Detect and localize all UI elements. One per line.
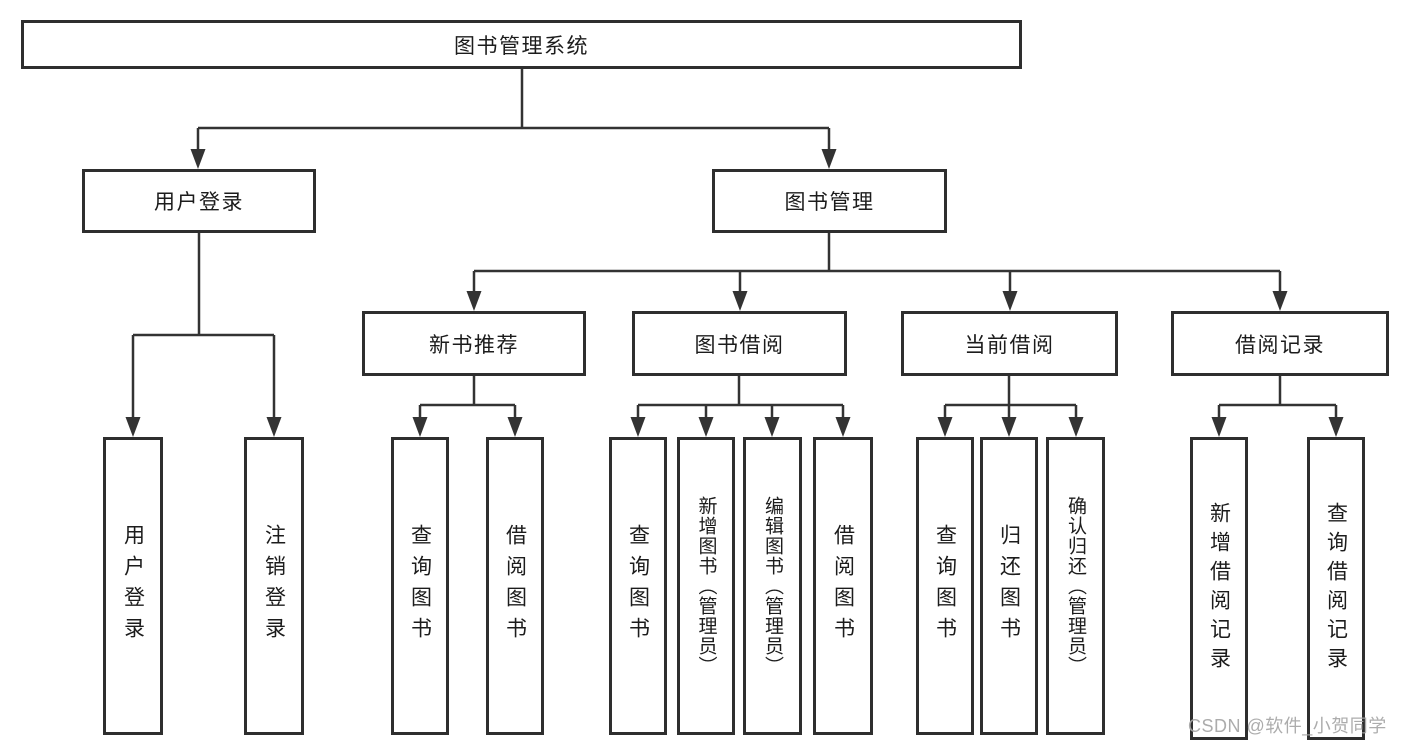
node-current-borrowing-label: 当前借阅 [964, 333, 1055, 357]
arrowhead-icons [125, 149, 1344, 437]
leaf-borrow-books-1: 借阅图书 [486, 437, 544, 735]
leaf-borrow-books-2-label: 借阅图书 [831, 524, 855, 648]
leaf-query-borrow-record-label: 查询借阅记录 [1324, 501, 1348, 676]
leaf-query-books-2-label: 查询图书 [626, 524, 650, 648]
leaf-confirm-return-admin: 确认归还（管理员） [1046, 437, 1105, 735]
node-book-borrowing-label: 图书借阅 [694, 333, 785, 357]
leaf-query-books-1-label: 查询图书 [408, 524, 432, 648]
node-root: 图书管理系统 [21, 20, 1022, 69]
leaf-return-books-label: 归还图书 [997, 524, 1021, 648]
leaf-add-books-admin: 新增图书（管理员） [677, 437, 735, 735]
leaf-add-borrow-record-label: 新增借阅记录 [1207, 501, 1231, 676]
node-new-book-recommend-label: 新书推荐 [429, 333, 519, 357]
csdn-watermark: CSDN @软件_小贺同学 [1188, 716, 1387, 736]
node-book-management-label: 图书管理 [784, 191, 875, 214]
node-user-login-branch-label: 用户登录 [154, 191, 244, 214]
leaf-query-books-3-label: 查询图书 [933, 524, 957, 648]
node-current-borrowing: 当前借阅 [901, 311, 1118, 376]
leaf-query-borrow-record: 查询借阅记录 [1307, 437, 1365, 740]
leaf-query-books-2: 查询图书 [609, 437, 667, 735]
leaf-query-books-3: 查询图书 [916, 437, 974, 735]
leaf-logout: 注销登录 [244, 437, 304, 735]
node-book-borrowing: 图书借阅 [632, 311, 847, 376]
leaf-confirm-return-admin-label: 确认归还（管理员） [1065, 496, 1086, 676]
leaf-return-books: 归还图书 [980, 437, 1038, 735]
node-user-login-branch: 用户登录 [82, 169, 316, 233]
node-root-label: 图书管理系统 [454, 34, 589, 58]
leaf-edit-books-admin: 编辑图书（管理员） [743, 437, 802, 735]
leaf-add-borrow-record: 新增借阅记录 [1190, 437, 1248, 740]
leaf-user-login: 用户登录 [103, 437, 163, 735]
leaf-borrow-books-1-label: 借阅图书 [503, 524, 527, 648]
node-book-management: 图书管理 [712, 169, 947, 233]
leaf-query-books-1: 查询图书 [391, 437, 449, 735]
leaf-user-login-label: 用户登录 [121, 524, 145, 648]
node-borrowing-records: 借阅记录 [1171, 311, 1389, 376]
leaf-logout-label: 注销登录 [262, 524, 286, 648]
leaf-borrow-books-2: 借阅图书 [813, 437, 873, 735]
node-borrowing-records-label: 借阅记录 [1235, 333, 1325, 357]
leaf-edit-books-admin-label: 编辑图书（管理员） [762, 496, 783, 676]
leaf-add-books-admin-label: 新增图书（管理员） [695, 496, 717, 676]
node-new-book-recommend: 新书推荐 [362, 311, 586, 376]
